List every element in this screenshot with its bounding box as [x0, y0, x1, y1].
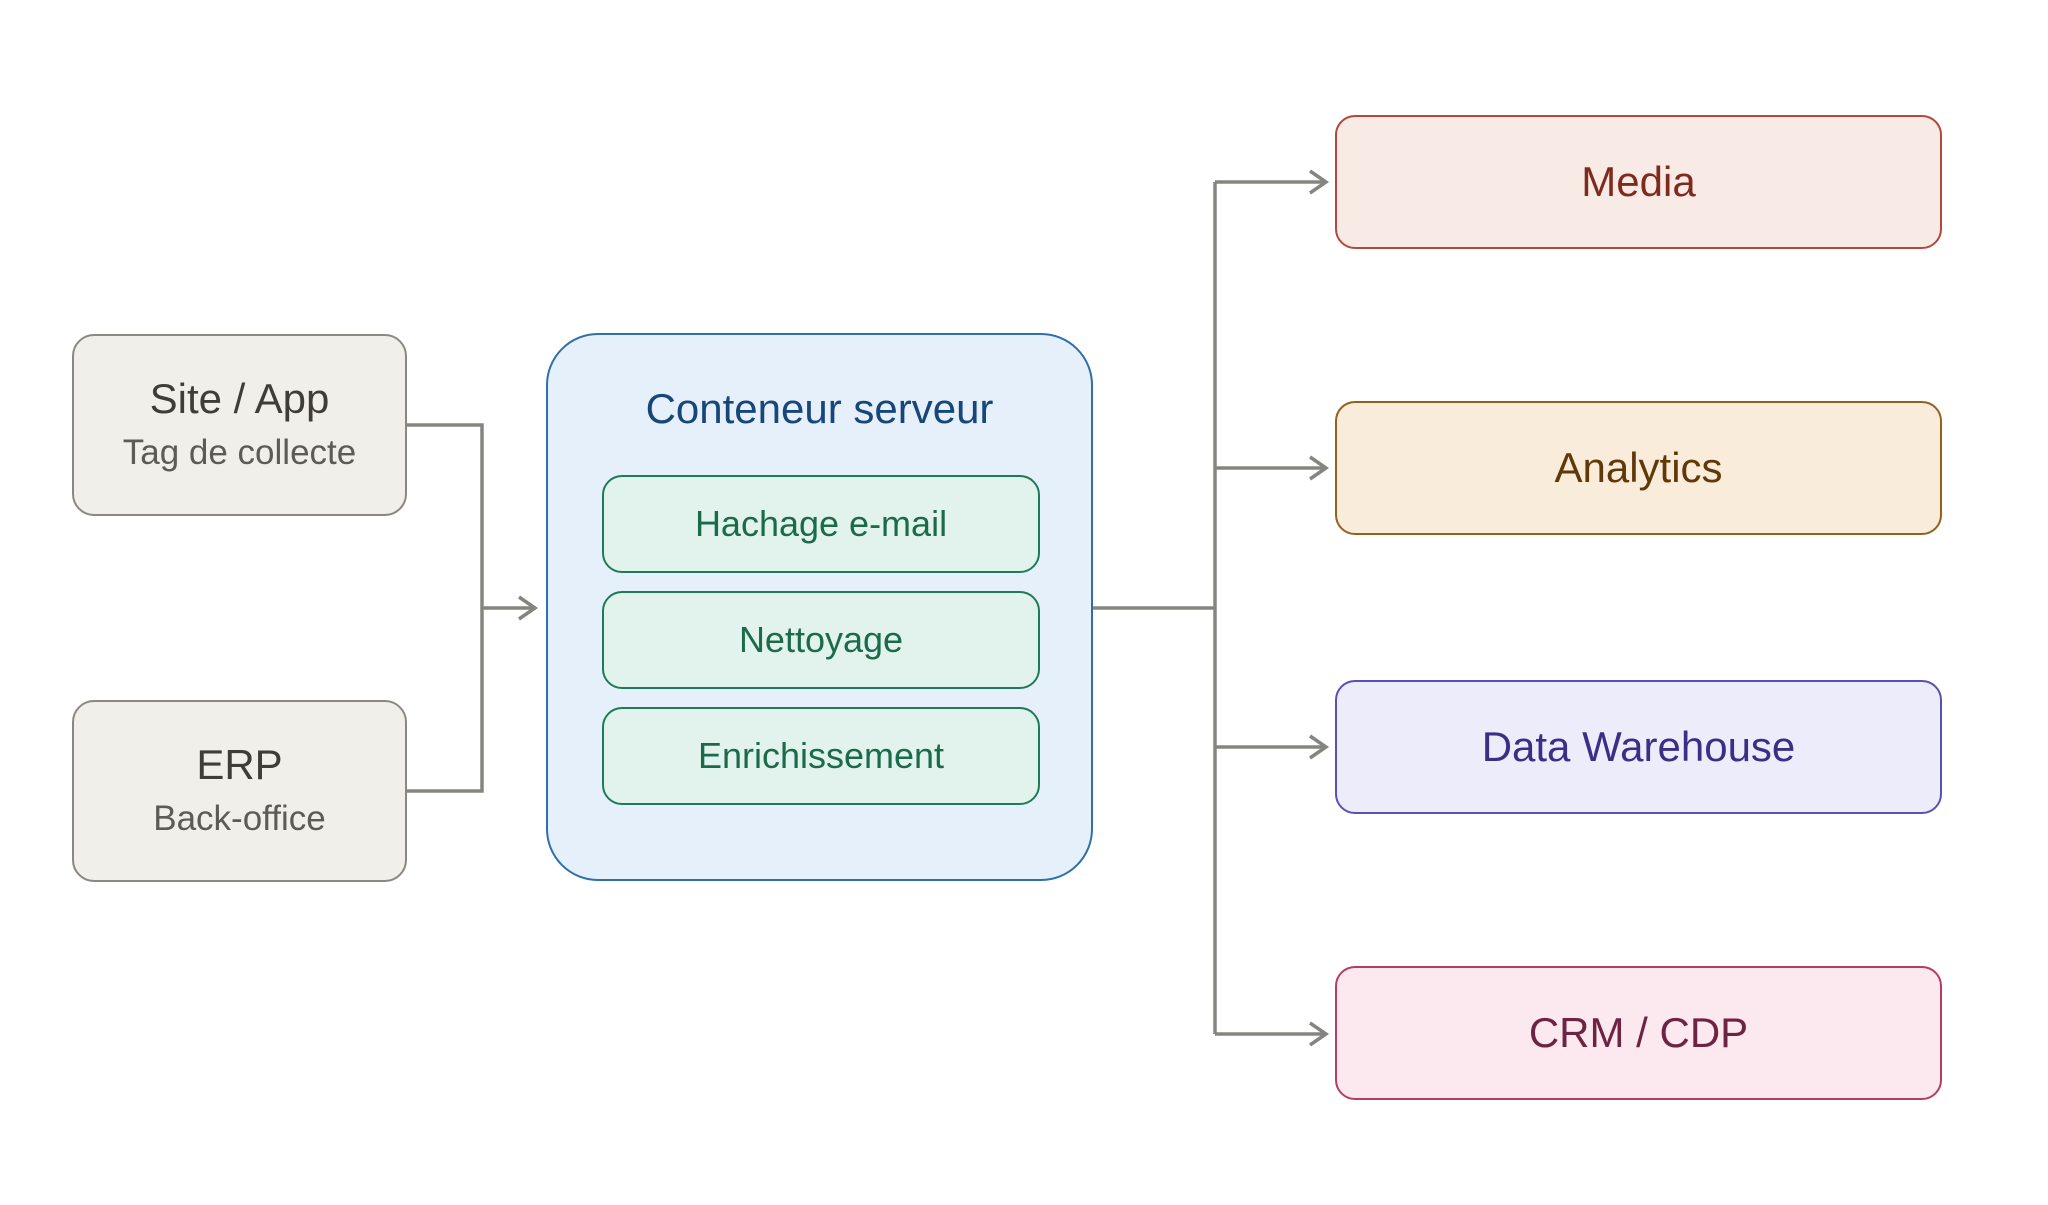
- server-container-title: Conteneur serveur: [645, 385, 994, 432]
- source-site-app: Site / App Tag de collecte: [72, 334, 407, 516]
- source-site-app-subtitle: Tag de collecte: [122, 432, 357, 472]
- arrowhead-into-container: [518, 595, 539, 621]
- destination-crm-cdp: CRM / CDP: [1335, 966, 1942, 1100]
- step-email-hashing: Hachage e-mail: [602, 475, 1040, 573]
- source-erp-title: ERP: [196, 741, 283, 789]
- arrowhead-to-data-warehouse: [1309, 734, 1330, 760]
- step-cleaning: Nettoyage: [602, 591, 1040, 689]
- connector-site-app: [407, 423, 484, 608]
- step-enrichment: Enrichissement: [602, 707, 1040, 805]
- arrowhead-to-media: [1309, 169, 1330, 195]
- destination-data-warehouse: Data Warehouse: [1335, 680, 1942, 814]
- destination-analytics: Analytics: [1335, 401, 1942, 535]
- source-erp-subtitle: Back-office: [153, 798, 326, 838]
- server-container: Conteneur serveur Hachage e-mail Nettoya…: [546, 333, 1093, 881]
- connector-erp: [407, 608, 484, 793]
- arrowhead-to-crm-cdp: [1309, 1021, 1330, 1047]
- arrowhead-to-analytics: [1309, 455, 1330, 481]
- destination-media: Media: [1335, 115, 1942, 249]
- source-site-app-title: Site / App: [149, 375, 330, 423]
- source-erp: ERP Back-office: [72, 700, 407, 882]
